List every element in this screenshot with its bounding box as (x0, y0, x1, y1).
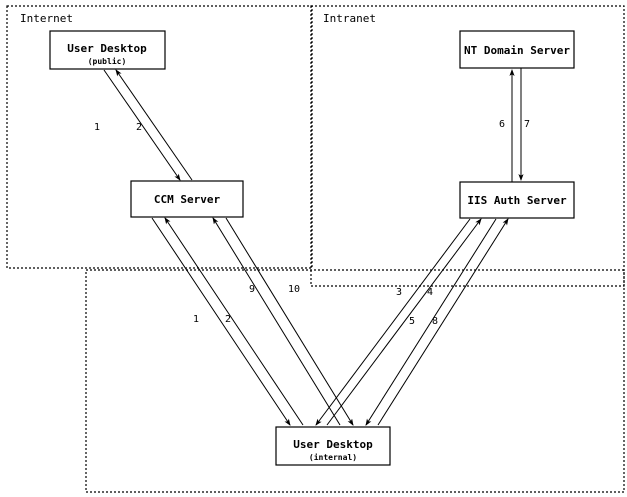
flow-line-9-internal-to-ccm (212, 217, 341, 426)
zone-group: Internet Intranet (6, 5, 625, 493)
zone-intranet-label: Intranet (323, 12, 376, 25)
node-label-user-desktop-internal: User Desktop (293, 438, 373, 451)
connection-ccm-internal-910 (212, 217, 354, 426)
flow-line-1-public-to-ccm (103, 69, 181, 181)
flow-step-label-10: 10 (288, 284, 300, 295)
flow-line-2-internal-to-ccm (164, 217, 304, 426)
flow-line-5-iis-to-internal (365, 218, 497, 426)
zone-internet-box (6, 5, 313, 269)
flow-line-4-internal-to-iis (326, 218, 482, 426)
flow-line-8-internal-to-iis (377, 218, 509, 426)
node-label-ccm-server: CCM Server (154, 193, 221, 206)
zone-internal-box (85, 269, 625, 493)
node-label-iis-auth-server: IIS Auth Server (467, 194, 567, 207)
flow-step-label-2-public: 2 (136, 122, 142, 133)
node-box-ccm-server[interactable] (130, 180, 244, 218)
node-box-user-desktop-public[interactable] (49, 30, 166, 70)
node-sublabel-user-desktop-internal: (internal) (309, 452, 357, 462)
node-iis-auth-server[interactable]: IIS Auth Server (459, 181, 575, 219)
flow-line-1-ccm-to-internal (151, 217, 291, 426)
node-user-desktop-internal[interactable]: User Desktop (internal) (275, 426, 391, 466)
flow-line-3-iis-to-internal (315, 218, 471, 426)
flow-step-label-5: 5 (409, 316, 415, 327)
connection-iis-internal-34 (315, 218, 482, 426)
connection-iis-internal-58 (365, 218, 509, 426)
node-sublabel-user-desktop-public: (public) (88, 56, 127, 66)
flow-step-label-8: 8 (432, 316, 438, 327)
flow-step-label-1-internal: 1 (193, 314, 199, 325)
flow-step-label-4: 4 (427, 287, 433, 298)
connection-iis-ntdomain (509, 68, 524, 182)
node-label-nt-domain-server: NT Domain Server (464, 44, 570, 57)
flow-step-label-3: 3 (396, 287, 402, 298)
zone-intranet-box (310, 5, 625, 287)
flow-step-label-2-internal: 2 (225, 314, 231, 325)
node-nt-domain-server[interactable]: NT Domain Server (459, 30, 575, 69)
flow-step-label-1-public: 1 (94, 122, 100, 133)
flow-line-2-ccm-to-public (115, 69, 193, 181)
node-box-iis-auth-server[interactable] (459, 181, 575, 219)
flow-step-label-7: 7 (524, 119, 530, 130)
node-box-user-desktop-internal[interactable] (275, 426, 391, 466)
connection-ccm-internal-12 (151, 217, 304, 426)
node-ccm-server[interactable]: CCM Server (130, 180, 244, 218)
node-user-desktop-public[interactable]: User Desktop (public) (49, 30, 166, 70)
flow-line-10-ccm-to-internal (225, 217, 354, 426)
zone-internet-label: Internet (20, 12, 73, 25)
flow-step-label-9: 9 (249, 284, 255, 295)
flow-step-label-6: 6 (499, 119, 505, 130)
node-box-nt-domain-server[interactable] (459, 30, 575, 69)
connection-public-ccm (103, 69, 193, 181)
flow-label-group: 1 2 1 2 3 4 5 8 6 7 9 10 (94, 119, 530, 327)
node-label-user-desktop-public: User Desktop (67, 42, 147, 55)
